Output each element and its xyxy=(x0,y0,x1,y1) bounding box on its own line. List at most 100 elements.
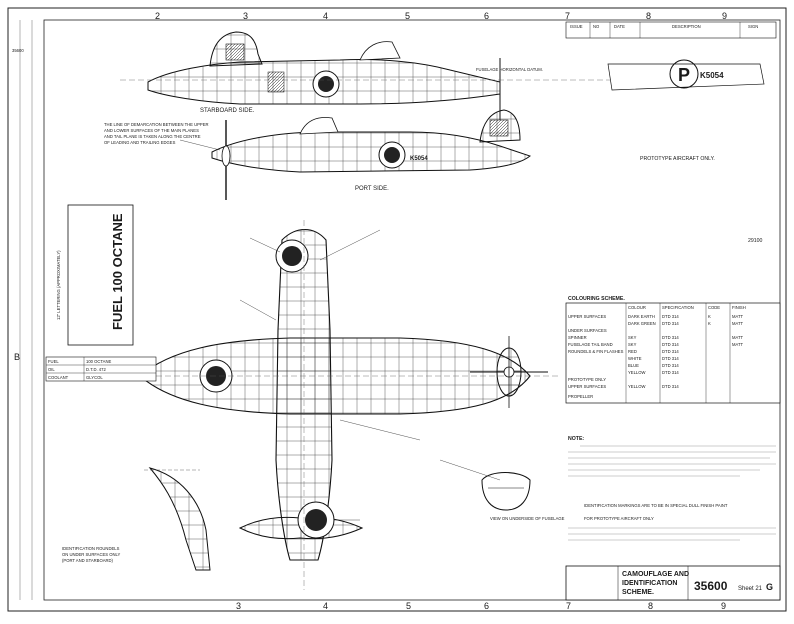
colour-cell: SPINNER xyxy=(568,335,587,340)
starboard-label: STARBOARD SIDE. xyxy=(200,108,255,114)
colour-cell: DTD 314 xyxy=(662,314,679,319)
title-line-1: CAMOUFLAGE AND xyxy=(622,571,689,578)
colour-cell: SKY xyxy=(628,342,637,347)
colour-table-rows: UPPER SURFACES DARK EARTH DTD 314 K MATT… xyxy=(568,314,744,399)
starboard-side-view: STARBOARD SIDE. FUSELAGE HORIZONTAL DATU… xyxy=(120,31,610,120)
front-view xyxy=(470,336,548,408)
colour-col-header: CODE xyxy=(708,305,720,310)
colour-cell: MATT xyxy=(732,342,744,347)
fuel-table-cell: OIL xyxy=(48,367,55,372)
fuel-table-cell: FUEL xyxy=(48,359,59,364)
colour-cell: UNDER SURFACES xyxy=(568,328,607,333)
grid-number-bottom: 8 xyxy=(648,601,653,611)
fuel-table-cell: COOLANT xyxy=(48,375,69,380)
underside-label-3: (PORT AND STARBOARD) xyxy=(62,558,114,563)
fuel-table-cell: GLYCOL xyxy=(86,375,103,380)
colour-col-header: COLOUR xyxy=(628,305,646,310)
colour-cell: DTD 314 xyxy=(662,342,679,347)
callout-line: OF LEADING AND TRAILING EDGES xyxy=(104,140,176,145)
callout-demarcation: THE LINE OF DEMARCATION BETWEEN THE UPPE… xyxy=(104,122,209,145)
port-side-view: K5054 PORT SIDE. xyxy=(211,109,532,200)
grid-number-bottom: 3 xyxy=(236,601,241,611)
grid-number-bottom: 7 xyxy=(566,601,571,611)
colour-cell: MATT xyxy=(732,335,744,340)
grid-number-bottom: 5 xyxy=(406,601,411,611)
note-text-lines-2 xyxy=(568,527,776,541)
left-margin-notes: 35600 xyxy=(12,20,33,600)
callout-line: THE LINE OF DEMARCATION BETWEEN THE UPPE… xyxy=(104,122,209,127)
colour-cell: DTD 314 xyxy=(662,335,679,340)
colour-cell: PROPELLER xyxy=(568,394,593,399)
colour-cell: UPPER SURFACES xyxy=(568,314,606,319)
grid-numbers-bottom: 3 4 5 6 7 8 9 xyxy=(236,601,726,611)
grid-numbers-top: 2 3 4 5 6 7 8 9 xyxy=(155,11,727,21)
port-serial: K5054 xyxy=(410,156,428,162)
note-text-lines xyxy=(568,445,776,477)
colour-cell: DTD 314 xyxy=(662,370,679,375)
colour-cell: YELLOW xyxy=(628,370,646,375)
callout-line: AND TAIL PLANE IS TAKEN ALONG THE CENTRE xyxy=(104,134,201,139)
tail-view-note: VIEW ON UNDERSIDE OF FUSELAGE xyxy=(490,516,565,521)
colour-cell: DARK EARTH xyxy=(628,314,655,319)
fin-flash xyxy=(225,43,245,61)
colour-cell: DTD 314 xyxy=(662,363,679,368)
outer-border xyxy=(7,7,787,612)
colouring-scheme-heading: COLOURING SCHEME. xyxy=(568,296,625,302)
fuel-label: FUEL 100 OCTANE xyxy=(110,213,125,330)
prototype-marking: P K5054 PROTOTYPE AIRCRAFT ONLY. xyxy=(607,59,765,162)
title-block: CAMOUFLAGE AND IDENTIFICATION SCHEME. 35… xyxy=(565,565,781,601)
fuel-stencil-box: FUEL 100 OCTANE 12" LETTERING (APPROXIMA… xyxy=(56,204,134,346)
fuselage-datum-label: FUSELAGE HORIZONTAL DATUM. xyxy=(476,67,543,72)
colour-cell: MATT xyxy=(732,321,744,326)
sheet-number: Sheet 21 xyxy=(738,586,763,592)
fuel-table-cell: 100 OCTANE xyxy=(86,359,111,364)
colouring-scheme-table: COLOURING SCHEME. COLOUR SPECIFICATION C… xyxy=(565,296,781,404)
alt-header: DATE xyxy=(614,24,625,29)
grid-number-bottom: 4 xyxy=(323,601,328,611)
grid-number-top: 3 xyxy=(243,11,248,21)
title-line-2: IDENTIFICATION xyxy=(622,580,677,587)
colour-cell: ROUNDELS & FIN FLASHES xyxy=(568,349,624,354)
alt-header: SIGN xyxy=(748,24,758,29)
port-label: PORT SIDE. xyxy=(355,186,389,192)
grid-number-top: 4 xyxy=(323,11,328,21)
underside-tail-view: VIEW ON UNDERSIDE OF FUSELAGE xyxy=(481,472,565,521)
side-drawing-number: 35600 xyxy=(12,48,24,53)
prototype-letter: P xyxy=(678,65,690,85)
ref-number: 29100 xyxy=(748,238,763,244)
plan-view xyxy=(120,220,560,590)
grid-number-top: 6 xyxy=(484,11,489,21)
underside-label-2: ON UNDER SURFACES ONLY xyxy=(62,552,121,557)
notes-section: NOTE: IDENTIFICATION MARKINGS ARE TO BE … xyxy=(568,436,776,541)
colour-col-header: FINISH xyxy=(732,305,746,310)
colour-cell: RED xyxy=(628,349,637,354)
colour-cell: UPPER SURFACES xyxy=(568,384,606,389)
prototype-serial: K5054 xyxy=(700,71,724,80)
lower-left-wingtip-view: IDENTIFICATION ROUNDELS ON UNDER SURFACE… xyxy=(62,467,211,571)
grid-number-top: 9 xyxy=(722,11,727,21)
drawing-number: 35600 xyxy=(694,579,728,593)
leader-lines xyxy=(179,139,501,521)
prototype-note: PROTOTYPE AIRCRAFT ONLY. xyxy=(640,156,715,162)
alt-header: ISSUE xyxy=(570,24,583,29)
colour-col-header: SPECIFICATION xyxy=(662,305,694,310)
callout-line: AND LOWER SURFACES OF THE MAIN PLANES xyxy=(104,128,199,133)
colour-cell: K xyxy=(708,321,711,326)
colour-cell: WHITE xyxy=(628,356,642,361)
lettering-label: 12" LETTERING (APPROXIMATELY) xyxy=(56,250,61,320)
colour-cell: FUSELAGE TAIL BAND xyxy=(568,342,613,347)
grid-number-bottom: 9 xyxy=(721,601,726,611)
colour-cell: YELLOW xyxy=(628,384,646,389)
grid-number-top: 5 xyxy=(405,11,410,21)
colour-cell: DTD 314 xyxy=(662,321,679,326)
grid-number-top: 2 xyxy=(155,11,160,21)
prototype-only-note: FOR PROTOTYPE AIRCRAFT ONLY xyxy=(584,516,654,521)
grid-number-top: 7 xyxy=(565,11,570,21)
colour-cell: DARK GREEN xyxy=(628,321,656,326)
colour-cell: MATT xyxy=(732,314,744,319)
title-line-3: SCHEME. xyxy=(622,589,654,596)
colour-cell: DTD 314 xyxy=(662,349,679,354)
fuel-oil-table: FUEL 100 OCTANE OIL D.T.D. 472 COOLANT G… xyxy=(45,356,157,382)
